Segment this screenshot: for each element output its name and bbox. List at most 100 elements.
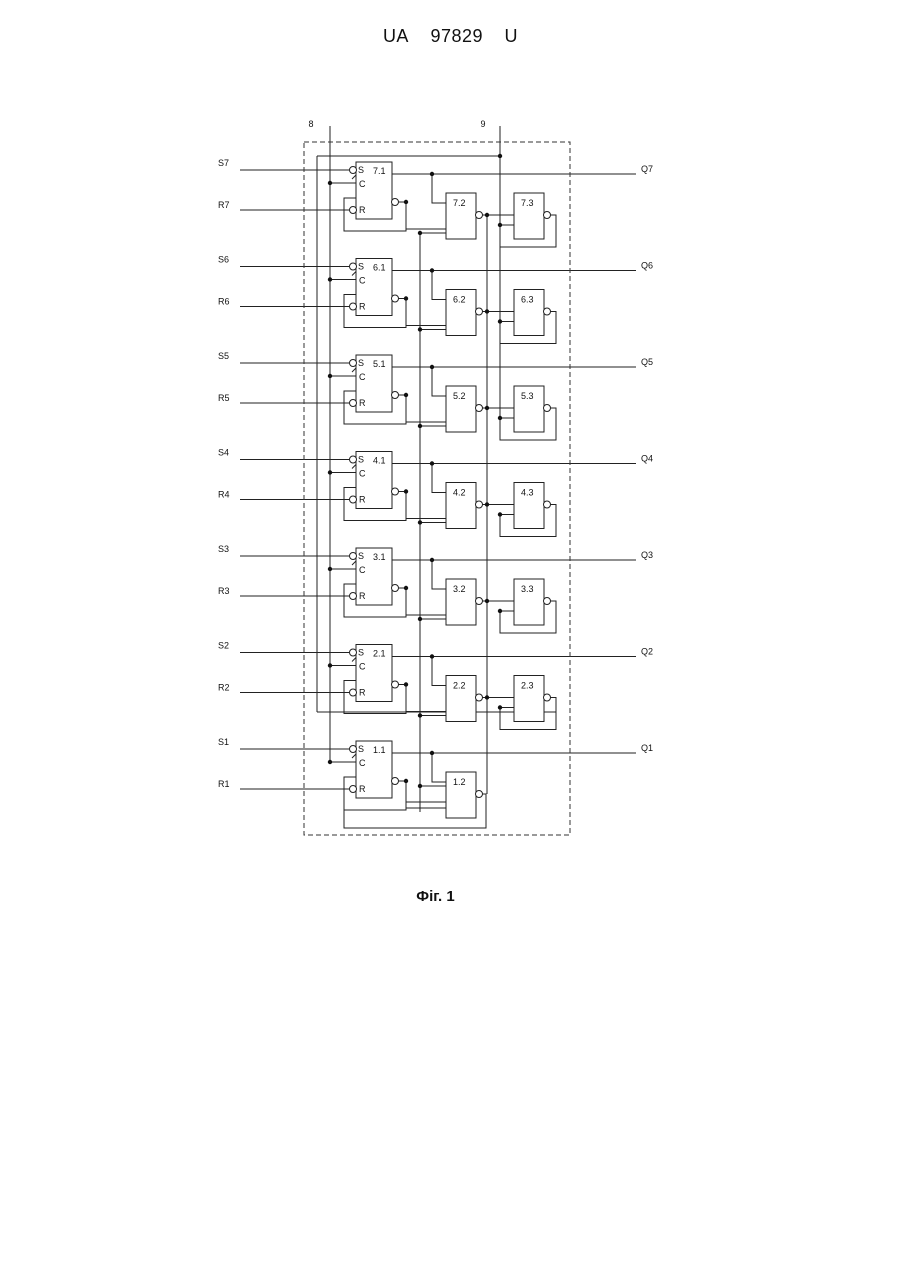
junction-dot [418, 231, 422, 235]
set-input-label: S7 [218, 158, 229, 168]
junction-dot [498, 705, 502, 709]
pin-r-label: R [359, 302, 366, 312]
wire [406, 588, 446, 615]
pin-s-label: S [358, 648, 364, 658]
trigger-block-label: 1.1 [373, 745, 386, 755]
junction-dot [430, 268, 434, 272]
inversion-bubble [350, 303, 357, 310]
junction-dot [430, 751, 434, 755]
logic-block-label: 6.2 [453, 295, 466, 305]
junction-dot [430, 654, 434, 658]
junction-dot [418, 713, 422, 717]
wire [432, 367, 446, 396]
inversion-bubble [544, 405, 551, 412]
reset-input-label: R4 [218, 490, 230, 500]
inversion-bubble [350, 207, 357, 214]
inversion-bubble [476, 308, 483, 315]
logic-block-label: 2.3 [521, 681, 534, 691]
inversion-bubble [476, 501, 483, 508]
junction-dot [404, 489, 408, 493]
junction-dot [485, 599, 489, 603]
trigger-block-label: 3.1 [373, 552, 386, 562]
junction-dot [485, 213, 489, 217]
inversion-bubble [350, 746, 357, 753]
logic-block-label: 1.2 [453, 777, 466, 787]
inversion-bubble [350, 649, 357, 656]
inversion-bubble [392, 585, 399, 592]
inversion-bubble [392, 295, 399, 302]
q-output-label: Q4 [641, 454, 653, 464]
inversion-bubble [392, 392, 399, 399]
pin-c-label: C [359, 662, 366, 672]
junction-dot [328, 567, 332, 571]
logic-block-label: 4.3 [521, 488, 534, 498]
junction-dot [328, 277, 332, 281]
junction-dot [328, 181, 332, 185]
inversion-bubble [476, 694, 483, 701]
set-input-label: S2 [218, 641, 229, 651]
junction-dot [418, 327, 422, 331]
junction-dot [404, 779, 408, 783]
inversion-bubble [350, 553, 357, 560]
set-input-label: S3 [218, 544, 229, 554]
clock-mark [352, 368, 356, 372]
wire [406, 202, 446, 229]
inversion-bubble [350, 400, 357, 407]
wire [406, 395, 446, 422]
wire [432, 174, 446, 203]
wire [406, 299, 446, 326]
pin-c-label: C [359, 276, 366, 286]
pin-r-label: R [359, 205, 366, 215]
pin-c-label: C [359, 179, 366, 189]
wire [432, 271, 446, 300]
inversion-bubble [392, 681, 399, 688]
pin-c-label: C [359, 565, 366, 575]
inversion-bubble [350, 167, 357, 174]
q-output-label: Q2 [641, 647, 653, 657]
clock-mark [352, 561, 356, 565]
logic-block-label: 3.3 [521, 584, 534, 594]
q-output-label: Q7 [641, 164, 653, 174]
set-input-label: S1 [218, 737, 229, 747]
junction-dot [404, 393, 408, 397]
clock-mark [352, 175, 356, 179]
logic-block-label: 5.3 [521, 391, 534, 401]
junction-dot [498, 319, 502, 323]
pin-c-label: C [359, 758, 366, 768]
pin-r-label: R [359, 591, 366, 601]
inversion-bubble [350, 786, 357, 793]
trigger-block-label: 7.1 [373, 166, 386, 176]
logic-block-label: 5.2 [453, 391, 466, 401]
junction-dot [404, 296, 408, 300]
clock-mark [352, 465, 356, 469]
pin-c-label: C [359, 372, 366, 382]
q-output-label: Q1 [641, 743, 653, 753]
junction-dot [485, 406, 489, 410]
reset-input-label: R7 [218, 200, 230, 210]
logic-block-label: 3.2 [453, 584, 466, 594]
junction-dot [328, 663, 332, 667]
pin-c-label: C [359, 469, 366, 479]
pin-r-label: R [359, 495, 366, 505]
wire [406, 781, 446, 808]
pin-s-label: S [358, 358, 364, 368]
reset-input-label: R3 [218, 586, 230, 596]
q-output-label: Q6 [641, 261, 653, 271]
trigger-block-label: 4.1 [373, 456, 386, 466]
figure-caption: Фіг. 1 [0, 888, 871, 905]
inversion-bubble [476, 212, 483, 219]
junction-dot [498, 416, 502, 420]
inversion-bubble [476, 405, 483, 412]
junction-dot [418, 520, 422, 524]
junction-dot [498, 223, 502, 227]
junction-dot [430, 365, 434, 369]
reset-input-label: R5 [218, 393, 230, 403]
clock-mark [352, 754, 356, 758]
junction-dot [498, 154, 502, 158]
junction-dot [418, 424, 422, 428]
q-output-label: Q3 [641, 550, 653, 560]
inversion-bubble [350, 689, 357, 696]
set-input-label: S5 [218, 351, 229, 361]
junction-dot [430, 461, 434, 465]
